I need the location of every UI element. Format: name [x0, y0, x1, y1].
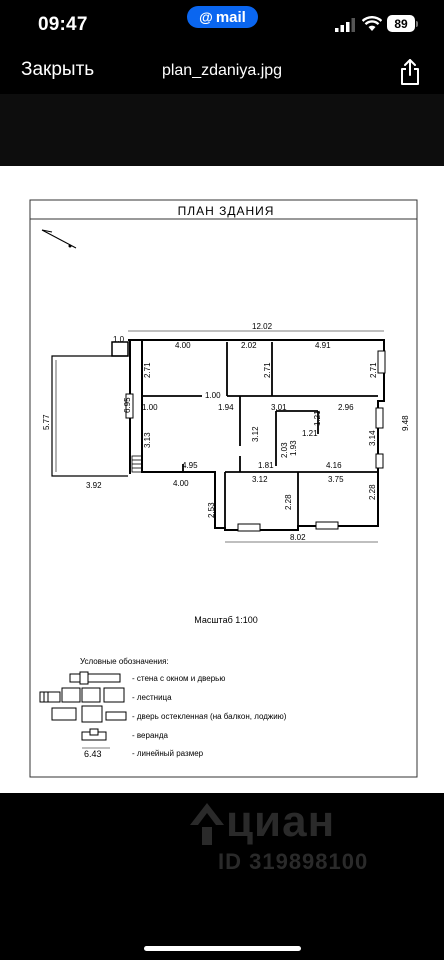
north-arrow-icon [41, 229, 77, 249]
dim-bottom-b: 1.81 [258, 461, 274, 470]
legend-title: Условные обозначения: [80, 657, 169, 666]
dim-hall-b: 3.01 [271, 403, 287, 412]
legend-wall-window-door-icon [69, 671, 121, 685]
dim-low-e: 2.28 [368, 484, 377, 500]
viewer-bottom-area: циан ID 319898100 [0, 793, 444, 960]
dim-mid-b: 3.12 [251, 426, 260, 442]
dim-mid-e: 3.14 [368, 430, 377, 446]
legend-glazed-door-icon [51, 705, 127, 723]
dim-right-height: 9.48 [401, 415, 410, 431]
dim-hall-d: 1.21 [313, 410, 322, 426]
windows [125, 350, 386, 532]
dim-mid-a: 3.13 [143, 432, 152, 448]
legend-sample-value: 6.43 [84, 749, 102, 759]
dim-hall-a: 1.94 [218, 403, 234, 412]
plan-scale: Масштаб 1:100 [194, 615, 258, 625]
dim-mid-c: 2.03 [280, 442, 289, 458]
cian-logo-icon [190, 803, 224, 845]
legend-item-wall: - стена с окном и дверью [132, 674, 225, 683]
watermark-brand: циан [226, 797, 336, 846]
dim-inner-a: 1.00 [142, 403, 158, 412]
dim-inner-b: 1.00 [205, 391, 221, 400]
dim-bottom: 8.02 [290, 533, 306, 542]
at-icon: @ [199, 9, 213, 25]
legend-item-glazed-door: - дверь остекленная (на балкон, лоджию) [132, 712, 287, 721]
dim-bottom-d: 4.00 [173, 479, 189, 488]
interior-walls [142, 342, 378, 528]
dim-left-extent: 6.95 [123, 397, 132, 413]
battery-icon: 89 [387, 15, 415, 32]
dim-hall-c: 2.96 [338, 403, 354, 412]
legend-item-stair: - лестница [132, 693, 172, 702]
clock: 09:47 [38, 14, 88, 35]
plan-title: ПЛАН ЗДАНИЯ [178, 204, 275, 218]
wifi-icon [362, 16, 382, 31]
dim-bottom-c: 4.16 [326, 461, 342, 470]
building-outline [111, 339, 385, 531]
legend-stair-icon [39, 687, 125, 703]
share-icon[interactable] [398, 58, 422, 86]
viewer-background [0, 94, 444, 166]
dim-low-a: 3.12 [252, 475, 268, 484]
close-button[interactable]: Закрыть [21, 59, 95, 80]
stair [131, 455, 143, 473]
battery-tip [416, 21, 418, 27]
status-bar: 09:47 @ mail 89 [0, 0, 444, 50]
dim-room3-width: 4.91 [315, 341, 331, 350]
dim-veranda-width: 3.92 [86, 481, 102, 490]
dim-low-c: 2.53 [207, 502, 216, 518]
file-name-title: plan_zdaniya.jpg [161, 62, 283, 79]
dim-room3-height: 2.71 [369, 362, 378, 378]
watermark-id: ID 319898100 [218, 849, 369, 874]
dim-low-b: 3.75 [328, 475, 344, 484]
viewer-nav-bar: Закрыть plan_zdaniya.jpg [0, 50, 444, 94]
dim-top: 12.02 [252, 322, 273, 331]
dim-hall-e: 1.21 [302, 429, 318, 438]
dim-room2-height: 2.71 [263, 362, 272, 378]
veranda [51, 355, 128, 477]
cellular-signal-icon [335, 18, 355, 32]
battery-level: 89 [394, 16, 408, 31]
dim-low-d: 2.28 [284, 494, 293, 510]
mail-badge[interactable]: @ mail [187, 6, 258, 28]
legend-item-linear-size: - линейный размер [132, 749, 204, 758]
dim-room2-width: 2.02 [241, 341, 257, 350]
dim-left-block: 1.0 [113, 335, 125, 344]
dim-room1-height: 2.71 [143, 362, 152, 378]
mail-badge-label: mail [215, 8, 246, 26]
legend-veranda-icon [81, 728, 107, 741]
floor-plan-image[interactable]: ПЛАН ЗДАНИЯ [0, 166, 444, 793]
dim-veranda-height: 5.77 [42, 414, 51, 430]
dim-room1-width: 4.00 [175, 341, 191, 350]
dim-mid-d: 1.93 [289, 440, 298, 456]
legend-item-veranda: - веранда [132, 731, 168, 740]
home-indicator[interactable] [144, 946, 301, 951]
dim-bottom-a: 4.95 [182, 461, 198, 470]
